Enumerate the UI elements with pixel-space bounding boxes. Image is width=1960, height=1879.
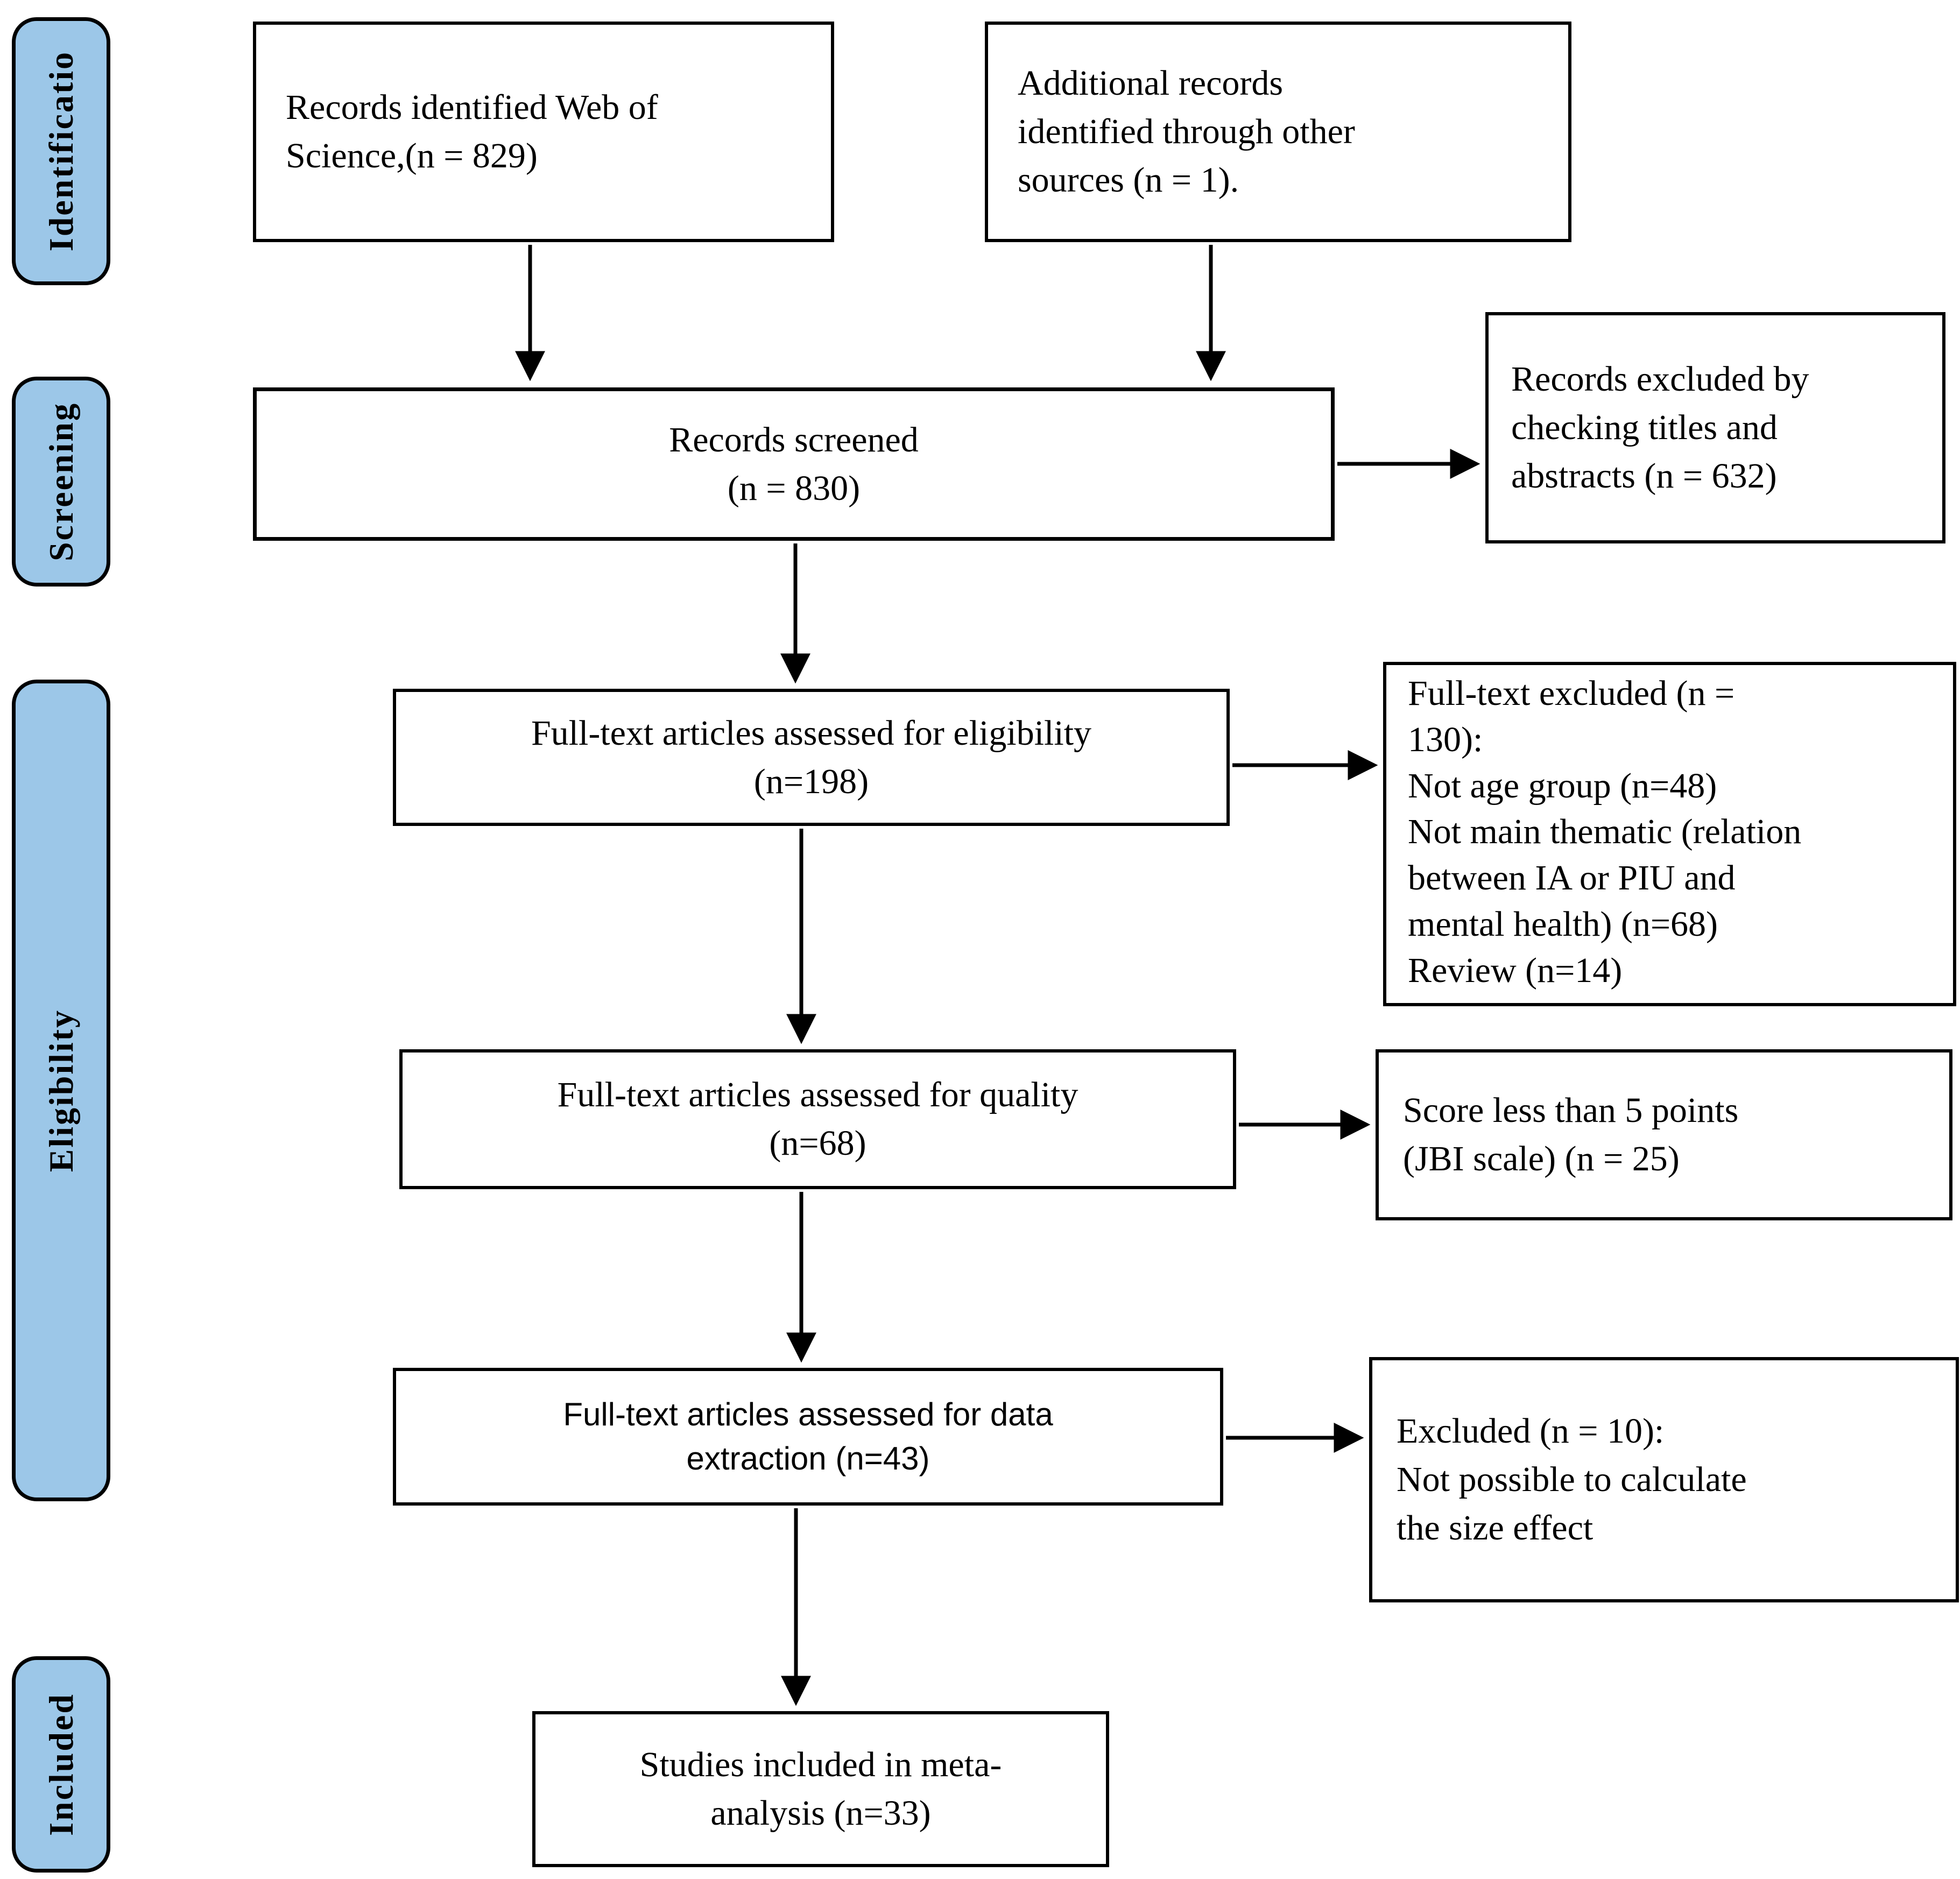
- box-additional-records: Additional records identified through ot…: [985, 22, 1571, 242]
- stage-label-eligibility: Eligibility: [41, 1008, 80, 1172]
- stage-bar-included: Included: [12, 1656, 110, 1873]
- box-excluded-size-effect: Excluded (n = 10): Not possible to calcu…: [1369, 1357, 1959, 1602]
- stage-bar-screening: Screening: [12, 377, 110, 587]
- box-fulltext-assessed-quality: Full-text articles assessed for quality …: [399, 1049, 1236, 1189]
- stage-label-included: Included: [41, 1693, 80, 1836]
- box-records-identified: Records identified Web of Science,(n = 8…: [253, 22, 834, 242]
- box-studies-included-meta-analysis: Studies included in meta- analysis (n=33…: [532, 1711, 1109, 1867]
- box-fulltext-excluded: Full-text excluded (n = 130): Not age gr…: [1383, 662, 1956, 1006]
- box-fulltext-assessed-data-extraction: Full-text articles assessed for data ext…: [393, 1368, 1223, 1506]
- stage-label-identification: Identificatio: [41, 51, 80, 252]
- box-score-less-than-5: Score less than 5 points (JBI scale) (n …: [1376, 1049, 1952, 1220]
- box-records-excluded: Records excluded by checking titles and …: [1485, 312, 1945, 543]
- stage-bar-identification: Identificatio: [12, 17, 110, 285]
- stage-bar-eligibility: Eligibility: [12, 680, 110, 1501]
- box-fulltext-assessed-eligibility: Full-text articles assessed for eligibil…: [393, 689, 1230, 826]
- stage-label-screening: Screening: [41, 401, 80, 562]
- box-records-screened: Records screened (n = 830): [253, 387, 1335, 541]
